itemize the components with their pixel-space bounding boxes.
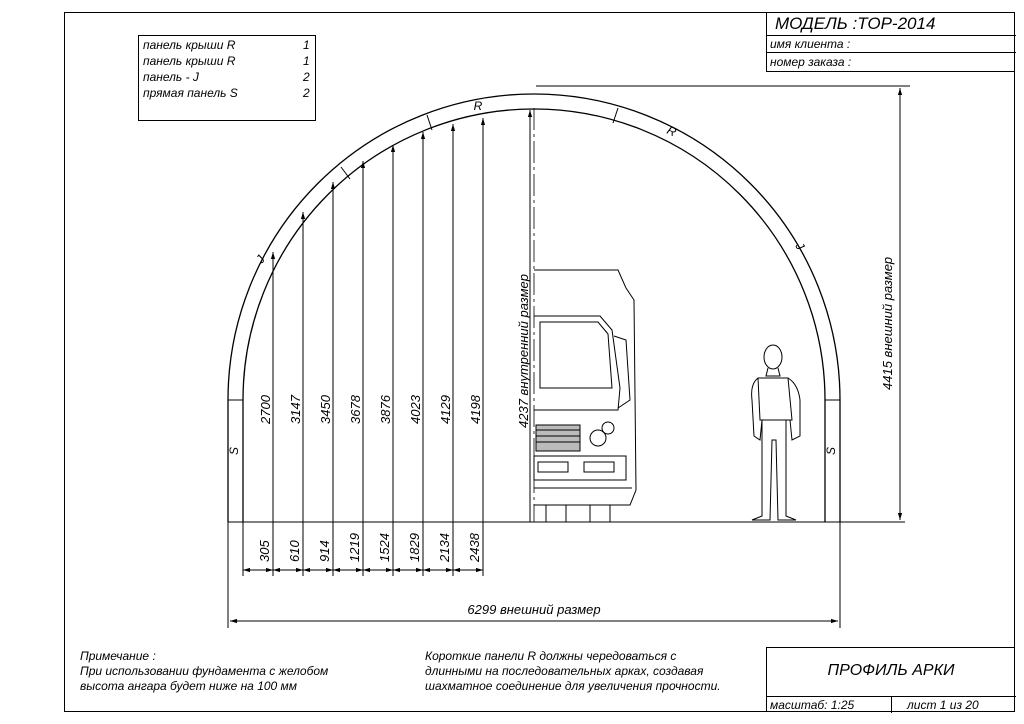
height-label: 4129 xyxy=(438,395,453,424)
outer-width-dimension xyxy=(227,522,841,628)
panel-note-line: Короткие панели R должны чередоваться с xyxy=(425,649,677,663)
offset-label: 305 xyxy=(257,540,272,562)
legend-item-name: прямая панель S xyxy=(143,86,238,100)
truck-illustration xyxy=(533,269,637,523)
height-label: 2700 xyxy=(258,394,273,425)
legend-item: панель - J 2 xyxy=(143,70,313,86)
model-title: МОДЕЛЬ :TOP-2014 xyxy=(775,14,936,33)
person-illustration xyxy=(751,344,801,521)
panel-label-r-right: R xyxy=(665,123,679,139)
arch-outer xyxy=(227,93,841,522)
panel-note-line: шахматное соединение для увеличения проч… xyxy=(425,679,721,693)
legend-item-count: 1 xyxy=(303,38,310,52)
legend-item: панель крыши R 1 xyxy=(143,38,313,54)
panel-label-s-left: S xyxy=(227,447,241,455)
inner-height-label: 4237 внутренний размер xyxy=(516,274,531,428)
offset-label: 610 xyxy=(287,540,302,562)
profile-title: ПРОФИЛЬ АРКИ xyxy=(827,662,955,679)
legend-item-name: панель крыши R xyxy=(143,54,236,68)
client-row: имя клиента : xyxy=(767,36,1016,53)
height-label: 3147 xyxy=(288,394,303,424)
offset-label: 1219 xyxy=(347,533,362,562)
offset-label: 1829 xyxy=(407,533,422,562)
order-label: номер заказа : xyxy=(770,55,852,69)
profile-footer: масштаб: 1:25 лист 1 из 20 xyxy=(767,696,1016,713)
outer-height-label: 4415 внешний размер xyxy=(880,257,895,390)
note-title: Примечание : xyxy=(80,649,156,663)
offset-dimensions xyxy=(242,522,484,576)
height-dimensions xyxy=(270,118,486,522)
note-line: высота ангара будет ниже на 100 мм xyxy=(80,679,298,693)
outer-height-dimension xyxy=(536,85,910,520)
legend-item: прямая панель S 2 xyxy=(143,86,313,102)
legend-item-name: панель крыши R xyxy=(143,38,236,52)
outer-width-label: 6299 внешний размер xyxy=(467,602,600,617)
legend-item: панель крыши R 1 xyxy=(143,54,313,70)
footer-divider xyxy=(891,697,892,713)
offset-label: 2438 xyxy=(467,532,482,563)
offset-label: 1524 xyxy=(377,533,392,562)
legend-item-count: 1 xyxy=(303,54,310,68)
panel-legend: панель крыши R 1 панель крыши R 1 панель… xyxy=(138,35,316,121)
scale-label: масштаб: 1:25 xyxy=(770,698,855,712)
panel-note-line: длинными на последовательных арках, созд… xyxy=(425,664,704,678)
offset-label: 2134 xyxy=(437,533,452,563)
client-label: имя клиента : xyxy=(770,37,851,51)
sheet-label: лист 1 из 20 xyxy=(907,698,979,712)
panel-note: Короткие панели R должны чередоваться с … xyxy=(425,649,721,694)
model-row: МОДЕЛЬ :TOP-2014 xyxy=(767,12,1016,36)
height-label: 3450 xyxy=(318,394,333,424)
profile-title-block: ПРОФИЛЬ АРКИ масштаб: 1:25 лист 1 из 20 xyxy=(766,647,1016,713)
height-label: 4198 xyxy=(468,394,483,424)
note-line: При использовании фундамента с желобом xyxy=(80,664,329,678)
height-label: 3678 xyxy=(348,394,363,424)
offset-label: 914 xyxy=(317,540,332,562)
drawing-frame xyxy=(64,12,1015,712)
foundation-note: Примечание : При использовании фундамент… xyxy=(80,649,328,694)
height-label: 4023 xyxy=(408,394,423,424)
order-row: номер заказа : xyxy=(767,53,1016,71)
panel-label-j-left: J xyxy=(252,252,268,267)
legend-item-count: 2 xyxy=(303,86,310,100)
height-label: 3876 xyxy=(378,394,393,424)
panel-label-r-top: R xyxy=(474,99,483,113)
legend-item-count: 2 xyxy=(303,70,310,84)
panel-label-s-right: S xyxy=(824,447,838,455)
panel-label-j-right: J xyxy=(792,239,808,254)
title-block: МОДЕЛЬ :TOP-2014 имя клиента : номер зак… xyxy=(766,12,1016,72)
legend-item-name: панель - J xyxy=(143,70,199,84)
panel-joints xyxy=(228,107,840,401)
